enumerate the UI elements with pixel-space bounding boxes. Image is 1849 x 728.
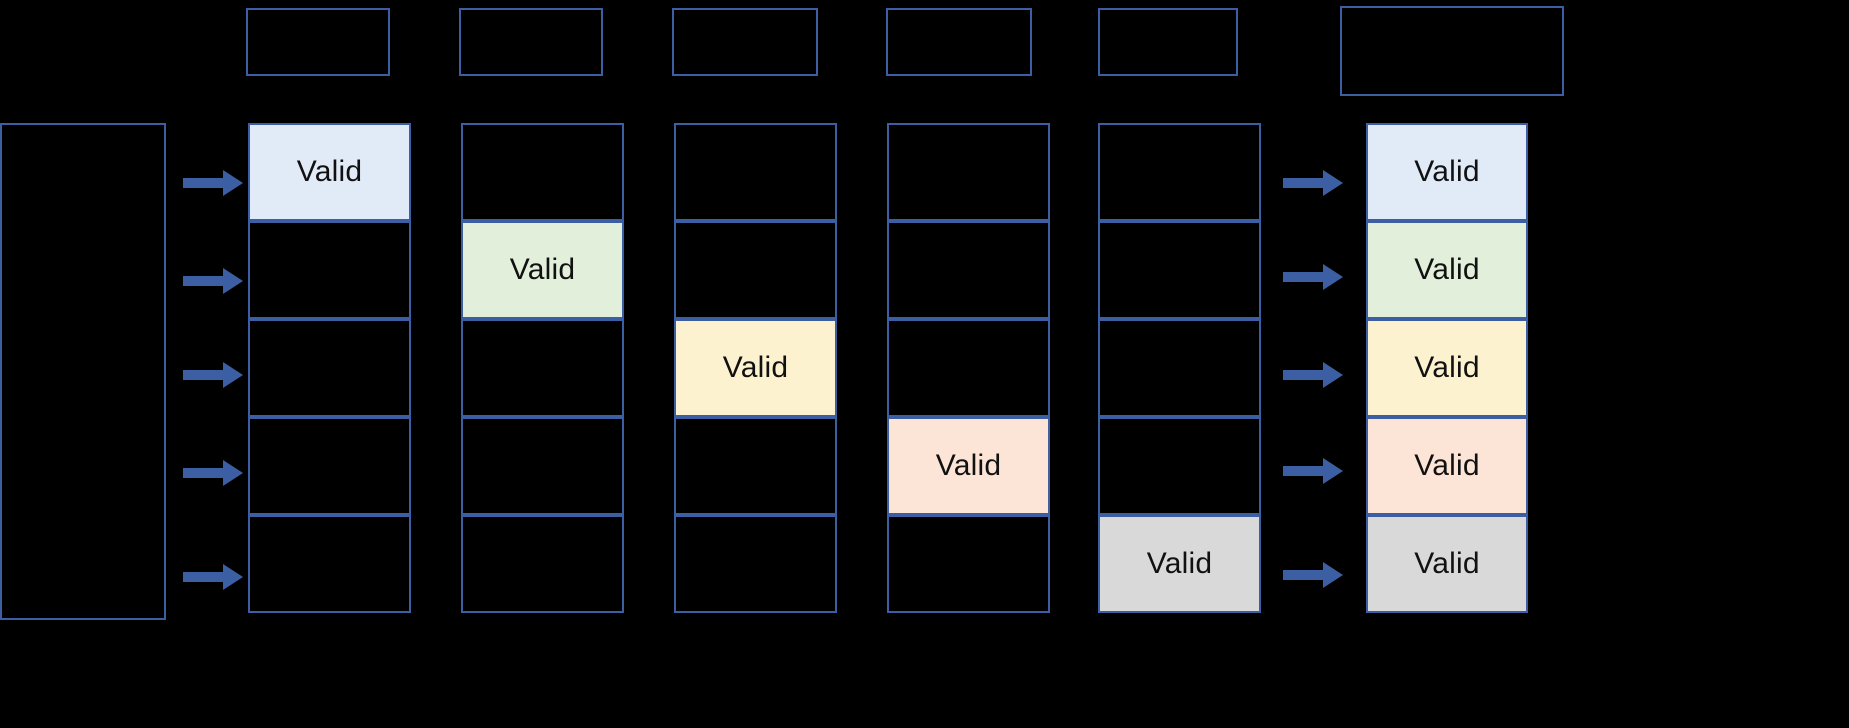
arrow-in-row-4-shaft (183, 468, 223, 478)
arrow-in-row-4 (183, 460, 243, 486)
column-2-cell-2[interactable]: Valid (461, 221, 624, 319)
column-5-cell-5[interactable]: Valid (1098, 515, 1261, 613)
arrow-out-row-4-shaft (1283, 466, 1323, 476)
column-2-cell-4[interactable] (461, 417, 624, 515)
column-5-cell-3[interactable] (1098, 319, 1261, 417)
arrow-out-row-2-shaft (1283, 272, 1323, 282)
arrow-in-row-3-head (223, 362, 243, 388)
header-box-3[interactable] (672, 8, 818, 76)
column-4-cell-1[interactable] (887, 123, 1050, 221)
arrow-in-row-5-head (223, 564, 243, 590)
column-2-cell-1[interactable] (461, 123, 624, 221)
arrow-out-row-1 (1283, 170, 1343, 196)
arrow-out-row-4 (1283, 458, 1343, 484)
arrow-in-row-2-head (223, 268, 243, 294)
column-5-cell-2[interactable] (1098, 221, 1261, 319)
arrow-in-row-1-head (223, 170, 243, 196)
result-column-cell-4[interactable]: Valid (1366, 417, 1528, 515)
column-5-cell-1[interactable] (1098, 123, 1261, 221)
arrow-out-row-3-head (1323, 362, 1343, 388)
arrow-in-row-2-shaft (183, 276, 223, 286)
column-1-cell-2[interactable] (248, 221, 411, 319)
column-1: Valid (248, 123, 411, 613)
column-2: Valid (461, 123, 624, 613)
column-3: Valid (674, 123, 837, 613)
result-column-cell-5[interactable]: Valid (1366, 515, 1528, 613)
column-1-cell-1[interactable]: Valid (248, 123, 411, 221)
arrow-in-row-2 (183, 268, 243, 294)
column-5: Valid (1098, 123, 1261, 613)
column-4: Valid (887, 123, 1050, 613)
arrow-in-row-4-head (223, 460, 243, 486)
arrow-in-row-3 (183, 362, 243, 388)
result-column-cell-2[interactable]: Valid (1366, 221, 1528, 319)
column-4-cell-5[interactable] (887, 515, 1050, 613)
column-3-cell-4[interactable] (674, 417, 837, 515)
header-box-2[interactable] (459, 8, 603, 76)
column-1-cell-3[interactable] (248, 319, 411, 417)
source-panel[interactable] (0, 123, 166, 620)
column-4-cell-2[interactable] (887, 221, 1050, 319)
arrow-out-row-1-shaft (1283, 178, 1323, 188)
arrow-in-row-1-shaft (183, 178, 223, 188)
column-3-cell-3[interactable]: Valid (674, 319, 837, 417)
header-box-5[interactable] (1098, 8, 1238, 76)
arrow-in-row-5-shaft (183, 572, 223, 582)
column-4-cell-3[interactable] (887, 319, 1050, 417)
arrow-out-row-4-head (1323, 458, 1343, 484)
arrow-out-row-2 (1283, 264, 1343, 290)
column-5-cell-4[interactable] (1098, 417, 1261, 515)
column-3-cell-2[interactable] (674, 221, 837, 319)
column-3-cell-1[interactable] (674, 123, 837, 221)
header-box-4[interactable] (886, 8, 1032, 76)
column-3-cell-5[interactable] (674, 515, 837, 613)
result-column-cell-3[interactable]: Valid (1366, 319, 1528, 417)
column-2-cell-3[interactable] (461, 319, 624, 417)
arrow-in-row-3-shaft (183, 370, 223, 380)
arrow-out-row-5-head (1323, 562, 1343, 588)
header-box-1[interactable] (246, 8, 390, 76)
arrow-out-row-5 (1283, 562, 1343, 588)
column-4-cell-4[interactable]: Valid (887, 417, 1050, 515)
arrow-out-row-3 (1283, 362, 1343, 388)
column-2-cell-5[interactable] (461, 515, 624, 613)
arrow-in-row-5 (183, 564, 243, 590)
column-1-cell-5[interactable] (248, 515, 411, 613)
arrow-in-row-1 (183, 170, 243, 196)
column-1-cell-4[interactable] (248, 417, 411, 515)
arrow-out-row-1-head (1323, 170, 1343, 196)
header-box-6[interactable] (1340, 6, 1564, 96)
arrow-out-row-5-shaft (1283, 570, 1323, 580)
arrow-out-row-2-head (1323, 264, 1343, 290)
result-column-cell-1[interactable]: Valid (1366, 123, 1528, 221)
arrow-out-row-3-shaft (1283, 370, 1323, 380)
